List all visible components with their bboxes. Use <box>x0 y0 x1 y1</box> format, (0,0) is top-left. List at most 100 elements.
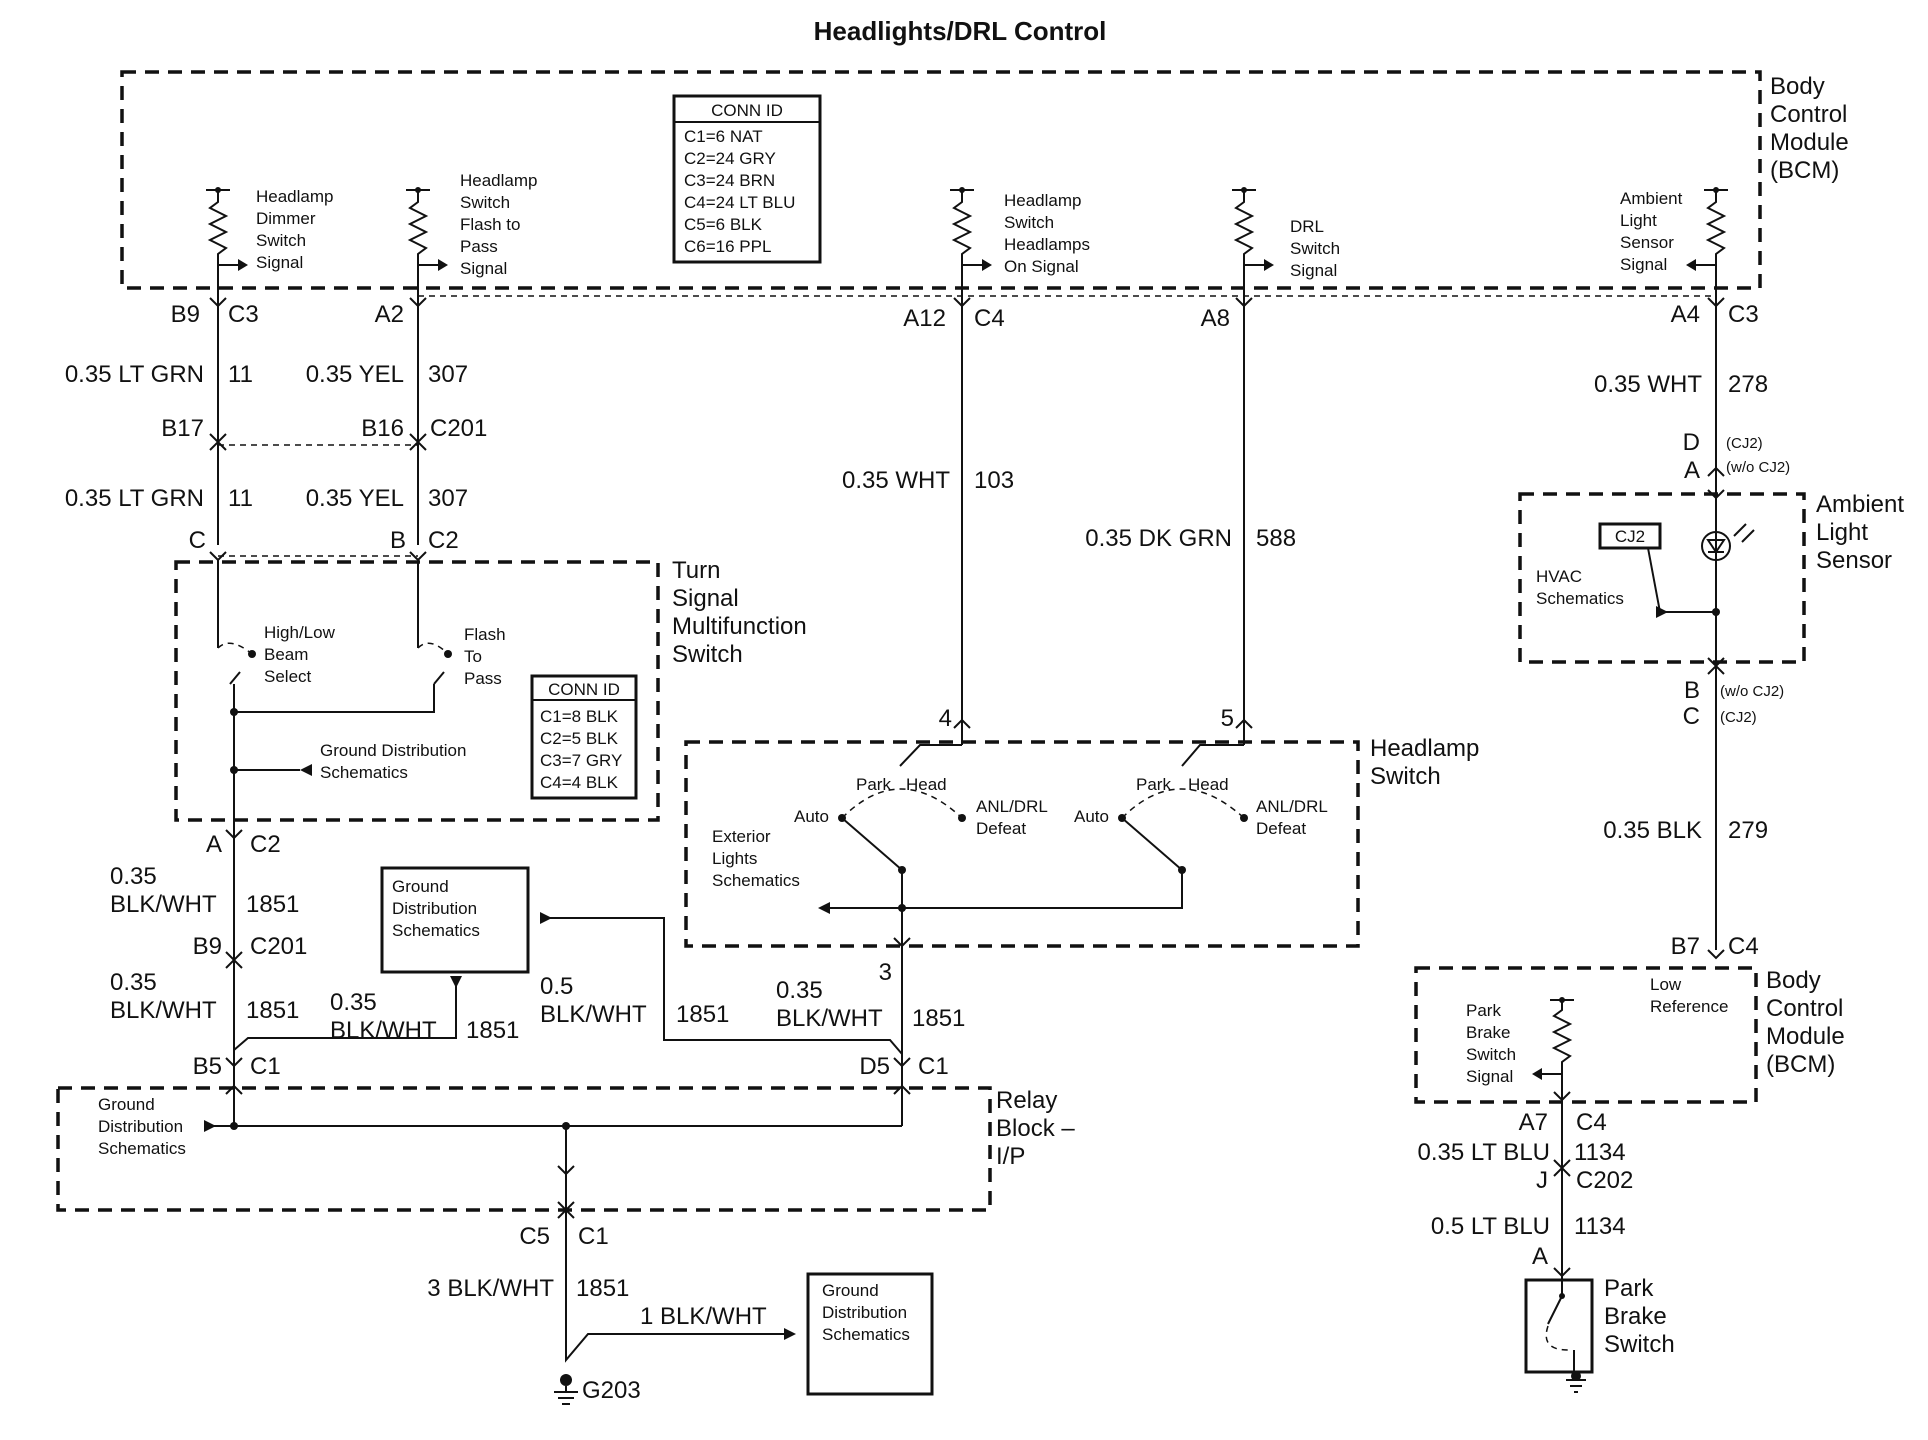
svg-text:Schematics: Schematics <box>822 1325 910 1344</box>
svg-text:0.35: 0.35 <box>330 989 377 1016</box>
svg-text:3: 3 <box>879 959 892 986</box>
svg-text:C1=8 BLK: C1=8 BLK <box>540 707 619 726</box>
svg-text:C4=24 LT BLU: C4=24 LT BLU <box>684 193 795 212</box>
svg-text:C: C <box>1683 703 1700 730</box>
svg-text:Headlamp: Headlamp <box>256 187 334 206</box>
svg-text:Select: Select <box>264 667 312 686</box>
svg-text:B: B <box>1684 677 1700 704</box>
svg-text:0.35 LT GRN: 0.35 LT GRN <box>65 361 204 388</box>
svg-text:Headlamps: Headlamps <box>1004 235 1090 254</box>
svg-text:CONN ID: CONN ID <box>548 680 620 699</box>
svg-text:B9: B9 <box>193 933 222 960</box>
svg-text:Module: Module <box>1766 1023 1845 1050</box>
svg-text:0.35 YEL: 0.35 YEL <box>306 361 404 388</box>
svg-text:A8: A8 <box>1201 305 1230 332</box>
svg-text:Park: Park <box>1466 1001 1501 1020</box>
svg-text:1851: 1851 <box>676 1001 729 1028</box>
svg-text:A2: A2 <box>375 301 404 328</box>
svg-text:A: A <box>1684 457 1700 484</box>
svg-text:ANL/DRL: ANL/DRL <box>1256 797 1328 816</box>
svg-text:C3: C3 <box>228 301 259 328</box>
relay-block: B5 C1 D5 C1 Relay Block – I/P Ground Dis… <box>56 1053 1075 1250</box>
svg-text:C2=24 GRY: C2=24 GRY <box>684 149 776 168</box>
svg-text:C1: C1 <box>918 1053 949 1080</box>
svg-text:Flash to: Flash to <box>460 215 520 234</box>
headlamp-switch: Headlamp Switch 4 5 3 Park Head Auto ANL… <box>684 705 1479 986</box>
svg-text:Beam: Beam <box>264 645 308 664</box>
svg-text:1851: 1851 <box>246 997 299 1024</box>
svg-text:Headlamp: Headlamp <box>1370 735 1479 762</box>
svg-text:C4: C4 <box>974 305 1005 332</box>
svg-text:Control: Control <box>1770 101 1847 128</box>
svg-text:Ambient: Ambient <box>1816 491 1904 518</box>
svg-text:C3: C3 <box>1728 301 1759 328</box>
svg-text:Sensor: Sensor <box>1816 547 1892 574</box>
svg-text:Switch: Switch <box>460 193 510 212</box>
diagram-title: Headlights/DRL Control <box>814 16 1107 46</box>
svg-text:Signal: Signal <box>672 585 739 612</box>
svg-text:307: 307 <box>428 361 468 388</box>
svg-text:Module: Module <box>1770 129 1849 156</box>
bcm-signal-labels: Headlamp Dimmer Switch Signal Headlamp S… <box>256 171 1683 280</box>
svg-text:I/P: I/P <box>996 1143 1025 1170</box>
svg-text:0.5: 0.5 <box>540 973 573 1000</box>
svg-text:On Signal: On Signal <box>1004 257 1079 276</box>
svg-text:C5=6 BLK: C5=6 BLK <box>684 215 763 234</box>
svg-text:C4: C4 <box>1576 1109 1607 1136</box>
svg-text:Pass: Pass <box>460 237 498 256</box>
svg-text:Ground: Ground <box>98 1095 155 1114</box>
svg-text:3 BLK/WHT: 3 BLK/WHT <box>427 1275 554 1302</box>
svg-text:C5: C5 <box>519 1223 550 1250</box>
svg-text:C2: C2 <box>250 831 281 858</box>
svg-text:0.35: 0.35 <box>110 863 157 890</box>
svg-text:C4: C4 <box>1728 933 1759 960</box>
svg-text:C3=7 GRY: C3=7 GRY <box>540 751 622 770</box>
svg-text:1851: 1851 <box>246 891 299 918</box>
svg-text:Switch: Switch <box>1004 213 1054 232</box>
svg-text:Signal: Signal <box>1466 1067 1513 1086</box>
svg-text:B7: B7 <box>1671 933 1700 960</box>
svg-text:Schematics: Schematics <box>392 921 480 940</box>
svg-text:C2: C2 <box>428 527 459 554</box>
svg-text:(CJ2): (CJ2) <box>1726 435 1763 452</box>
svg-text:Headlamp: Headlamp <box>1004 191 1082 210</box>
svg-text:Multifunction: Multifunction <box>672 613 807 640</box>
svg-text:A7: A7 <box>1519 1109 1548 1136</box>
svg-text:Ground Distribution: Ground Distribution <box>320 741 466 760</box>
svg-text:Head: Head <box>906 775 947 794</box>
svg-text:Lights: Lights <box>712 849 757 868</box>
svg-text:Exterior: Exterior <box>712 827 771 846</box>
svg-text:A: A <box>1532 1243 1548 1270</box>
svg-text:Flash: Flash <box>464 625 506 644</box>
svg-text:Park: Park <box>1604 1275 1654 1302</box>
svg-text:Ground: Ground <box>822 1281 879 1300</box>
pin-labels: B9 C3 A2 A12 C4 A8 A4 C3 B17 B16 C201 C … <box>161 301 1758 554</box>
svg-text:278: 278 <box>1728 371 1768 398</box>
svg-text:Light: Light <box>1816 519 1868 546</box>
svg-text:C202: C202 <box>1576 1167 1633 1194</box>
svg-text:0.35 WHT: 0.35 WHT <box>1594 371 1702 398</box>
svg-text:Ambient: Ambient <box>1620 189 1683 208</box>
svg-text:A12: A12 <box>903 305 946 332</box>
svg-text:Schematics: Schematics <box>712 871 800 890</box>
turn-signal-switch: Turn Signal Multifunction Switch High/Lo… <box>174 557 807 960</box>
svg-text:Switch: Switch <box>672 641 743 668</box>
svg-text:Distribution: Distribution <box>392 899 477 918</box>
svg-text:1851: 1851 <box>912 1005 965 1032</box>
svg-text:Block –: Block – <box>996 1115 1075 1142</box>
svg-text:B: B <box>390 527 406 554</box>
resistor-symbols <box>206 187 1728 280</box>
svg-text:Light: Light <box>1620 211 1657 230</box>
svg-text:Park: Park <box>856 775 891 794</box>
svg-text:Headlamp: Headlamp <box>460 171 538 190</box>
svg-text:1134: 1134 <box>1574 1139 1626 1166</box>
ground-distribution-box-1: Ground Distribution Schematics <box>380 866 530 974</box>
svg-text:Low: Low <box>1650 975 1682 994</box>
svg-text:Ground: Ground <box>392 877 449 896</box>
svg-text:CONN ID: CONN ID <box>711 101 783 120</box>
park-brake-switch: Park Brake Switch <box>1524 1275 1675 1393</box>
svg-text:0.35 LT BLU: 0.35 LT BLU <box>1417 1139 1550 1166</box>
svg-text:Body: Body <box>1770 73 1825 100</box>
svg-text:B16: B16 <box>361 415 404 442</box>
